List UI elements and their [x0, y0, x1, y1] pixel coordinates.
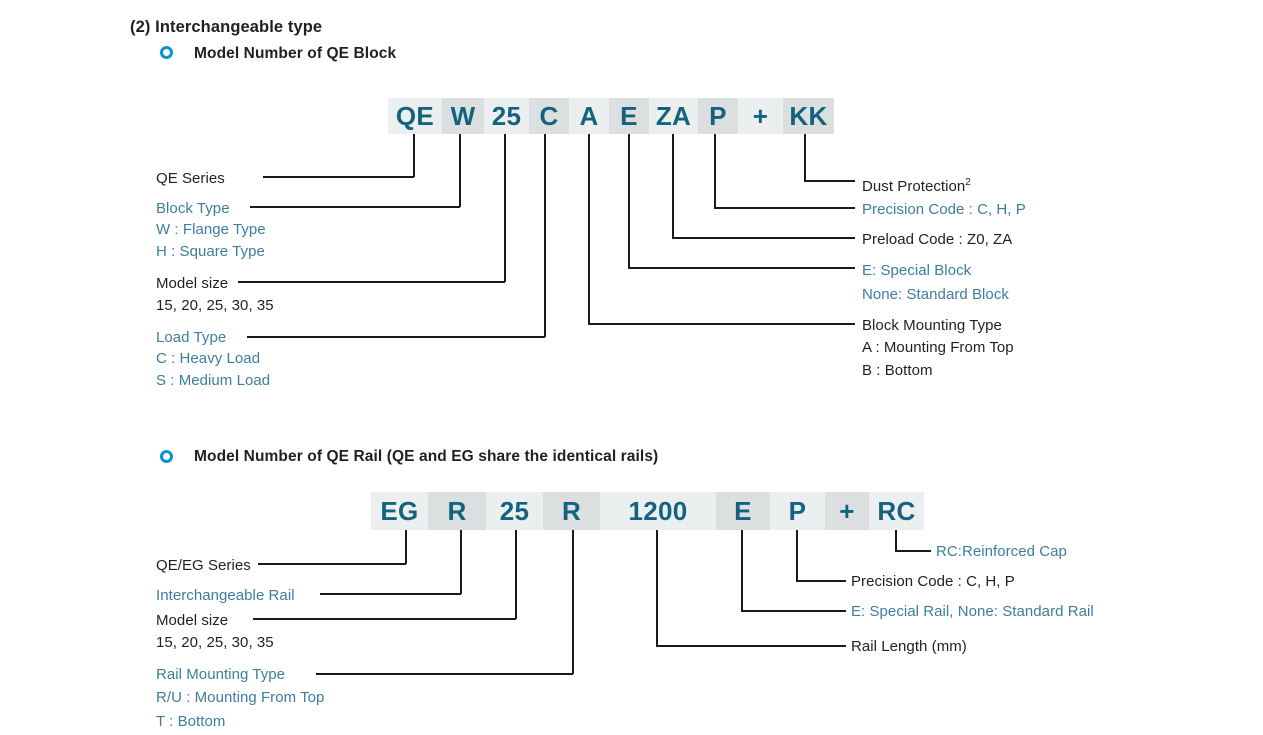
- label-load-type-opt-c: C : Heavy Load: [156, 350, 261, 367]
- leader-line-model-size-v: [504, 134, 506, 282]
- label-rail-series: QE/EG Series: [156, 557, 251, 574]
- code-box-load-type[interactable]: C: [529, 98, 569, 134]
- leader-line-special-block-v: [628, 134, 630, 269]
- label-model-size-values: 15, 20, 25, 30, 35: [156, 297, 274, 314]
- label-block-mounting-opt-a: A : Mounting From Top: [862, 339, 1014, 356]
- code-box-qe-series[interactable]: QE: [388, 98, 442, 134]
- label-precision-code: Precision Code : C, H, P: [862, 201, 1026, 218]
- label-special-block: E: Special Block: [862, 262, 972, 279]
- label-dust-protection-text: Dust Protection: [862, 178, 966, 195]
- ring-bullet-icon-rail: [160, 450, 173, 463]
- leader-line-precision-code-v: [714, 134, 716, 209]
- code-box-reinforced-cap[interactable]: RC: [869, 492, 924, 530]
- leader-line-rail-precision-h: [796, 580, 846, 582]
- leader-line-dust-protection-v: [804, 134, 806, 182]
- label-model-size: Model size: [156, 275, 229, 292]
- label-rail-model-size-values: 15, 20, 25, 30, 35: [156, 634, 274, 651]
- code-box-special-block[interactable]: E: [609, 98, 649, 134]
- label-block-mounting-type: Block Mounting Type: [862, 317, 1002, 334]
- label-block-mounting-opt-b: B : Bottom: [862, 362, 933, 379]
- leader-line-load-type-v: [544, 134, 546, 337]
- leader-line-reinforced-cap-v: [895, 530, 897, 552]
- code-box-special-rail[interactable]: E: [716, 492, 770, 530]
- label-rail-precision-code: Precision Code : C, H, P: [851, 573, 1015, 590]
- label-rail-mounting-opt-t: T : Bottom: [156, 713, 226, 730]
- leader-line-block-type-v: [459, 134, 461, 207]
- label-load-type-opt-s: S : Medium Load: [156, 372, 271, 389]
- leader-line-rail-mounting-v: [572, 530, 574, 674]
- leader-line-rail-model-size-h: [253, 618, 516, 620]
- label-rail-mounting-opt-ru: R/U : Mounting From Top: [156, 689, 325, 706]
- code-box-precision-code[interactable]: P: [698, 98, 738, 134]
- leader-line-rail-mounting-h: [316, 673, 573, 675]
- leader-line-rail-series-h: [258, 563, 406, 565]
- code-box-block-mounting-type[interactable]: A: [569, 98, 609, 134]
- leader-line-precision-code-h: [714, 207, 855, 209]
- label-block-type-opt-w: W : Flange Type: [156, 221, 266, 238]
- code-box-rail-mounting-type[interactable]: R: [543, 492, 600, 530]
- leader-line-special-rail-v: [741, 530, 743, 612]
- ring-bullet-icon-block: [160, 46, 173, 59]
- leader-line-load-type-h: [247, 336, 545, 338]
- label-block-type-opt-h: H : Square Type: [156, 243, 265, 260]
- rail-diagram-heading: Model Number of QE Rail (QE and EG share…: [194, 448, 659, 465]
- code-box-rail-plus-separator: +: [825, 492, 869, 530]
- label-load-type: Load Type: [156, 329, 227, 346]
- code-box-model-size[interactable]: 25: [484, 98, 529, 134]
- leader-line-rail-length-v: [656, 530, 658, 647]
- section-title: (2) Interchangeable type: [130, 18, 323, 36]
- block-diagram-heading: Model Number of QE Block: [194, 45, 397, 62]
- label-rail-length: Rail Length (mm): [851, 638, 967, 655]
- leader-line-rail-precision-v: [796, 530, 798, 582]
- leader-line-preload-code-h: [672, 237, 855, 239]
- label-rail-model-size: Model size: [156, 612, 229, 629]
- leader-line-special-block-h: [628, 267, 855, 269]
- label-dust-protection-footnote: 2: [965, 177, 971, 188]
- code-box-dust-protection[interactable]: KK: [783, 98, 834, 134]
- leader-line-block-mounting-v: [588, 134, 590, 325]
- leader-line-rail-series-v: [405, 530, 407, 564]
- label-block-type: Block Type: [156, 200, 230, 217]
- leader-line-interchangeable-rail-h: [320, 593, 461, 595]
- leader-line-preload-code-v: [672, 134, 674, 239]
- leader-line-interchangeable-rail-v: [460, 530, 462, 594]
- code-box-plus-separator: +: [738, 98, 783, 134]
- label-qe-series: QE Series: [156, 170, 225, 187]
- leader-line-special-rail-h: [741, 610, 846, 612]
- code-box-rail-length[interactable]: 1200: [600, 492, 716, 530]
- leader-line-qe-series-v: [413, 134, 415, 177]
- code-box-rail-precision-code[interactable]: P: [770, 492, 825, 530]
- code-box-rail-series[interactable]: EG: [371, 492, 428, 530]
- label-interchangeable-rail: Interchangeable Rail: [156, 587, 295, 604]
- leader-line-model-size-h: [238, 281, 505, 283]
- leader-line-block-type-h: [250, 206, 460, 208]
- code-box-block-type[interactable]: W: [442, 98, 484, 134]
- label-dust-protection: Dust Protection2: [862, 171, 971, 199]
- code-box-interchangeable-rail[interactable]: R: [428, 492, 486, 530]
- leader-line-reinforced-cap-h: [895, 550, 931, 552]
- leader-line-dust-protection-h: [804, 180, 855, 182]
- label-preload-code: Preload Code : Z0, ZA: [862, 231, 1013, 248]
- code-box-rail-model-size[interactable]: 25: [486, 492, 543, 530]
- leader-line-rail-length-h: [656, 645, 846, 647]
- label-rail-mounting-type: Rail Mounting Type: [156, 666, 286, 683]
- label-special-rail: E: Special Rail, None: Standard Rail: [851, 603, 1094, 620]
- leader-line-rail-model-size-v: [515, 530, 517, 619]
- code-box-preload-code[interactable]: ZA: [649, 98, 698, 134]
- leader-line-block-mounting-h: [588, 323, 855, 325]
- label-standard-block: None: Standard Block: [862, 286, 1009, 303]
- leader-line-qe-series-h: [263, 176, 414, 178]
- label-reinforced-cap: RC:Reinforced Cap: [936, 543, 1067, 560]
